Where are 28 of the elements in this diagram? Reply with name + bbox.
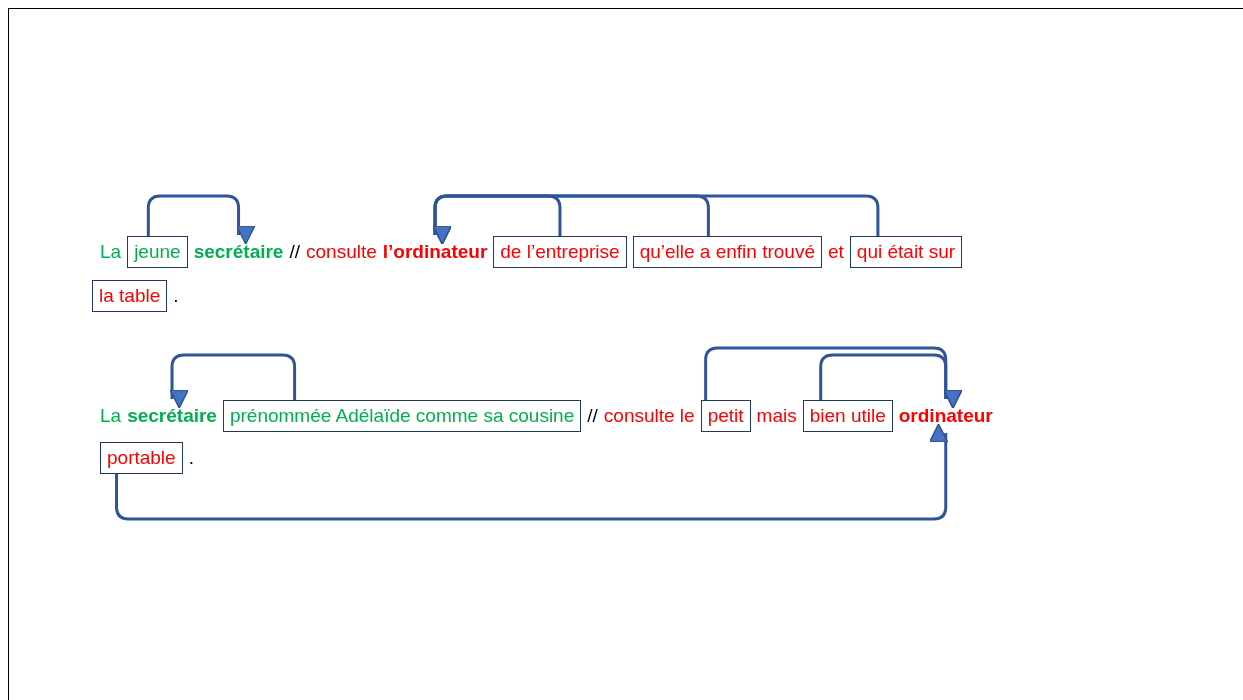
head-word: secrétaire: [193, 236, 284, 268]
sentence-text: La: [100, 240, 122, 264]
curved-arrow: [432, 194, 880, 245]
curved-arrow: [115, 423, 949, 521]
sentence-text: //: [587, 404, 598, 428]
boxed-phrase: qu’elle a enfin trouvé: [632, 236, 822, 268]
boxed-phrase: jeune: [127, 236, 188, 268]
sentence-text: .: [188, 446, 194, 470]
sentence-text: consulte le: [603, 404, 695, 428]
boxed-phrase: qui était sur: [849, 236, 963, 268]
curved-arrow: [819, 353, 963, 409]
sentence-text: //: [289, 240, 300, 264]
curved-arrow: [169, 353, 297, 409]
sentence-text: et: [828, 240, 844, 264]
sentence-text: consulte: [306, 240, 377, 264]
boxed-phrase: bien utile: [802, 400, 893, 432]
boxed-phrase: portable: [100, 442, 183, 474]
sentence-text: La: [100, 404, 122, 428]
sentence-text: mais: [756, 404, 797, 428]
boxed-phrase: de l’entreprise: [493, 236, 627, 268]
head-word: l’ordinateur: [382, 236, 488, 268]
boxed-phrase: petit: [700, 400, 751, 432]
curved-arrow: [146, 194, 256, 245]
head-word: ordinateur: [898, 400, 993, 432]
boxed-phrase: la table: [92, 280, 168, 312]
boxed-phrase: prénommée Adélaïde comme sa cousine: [222, 400, 582, 432]
head-word: secrétaire: [127, 400, 217, 432]
sentence-text: .: [173, 284, 179, 308]
